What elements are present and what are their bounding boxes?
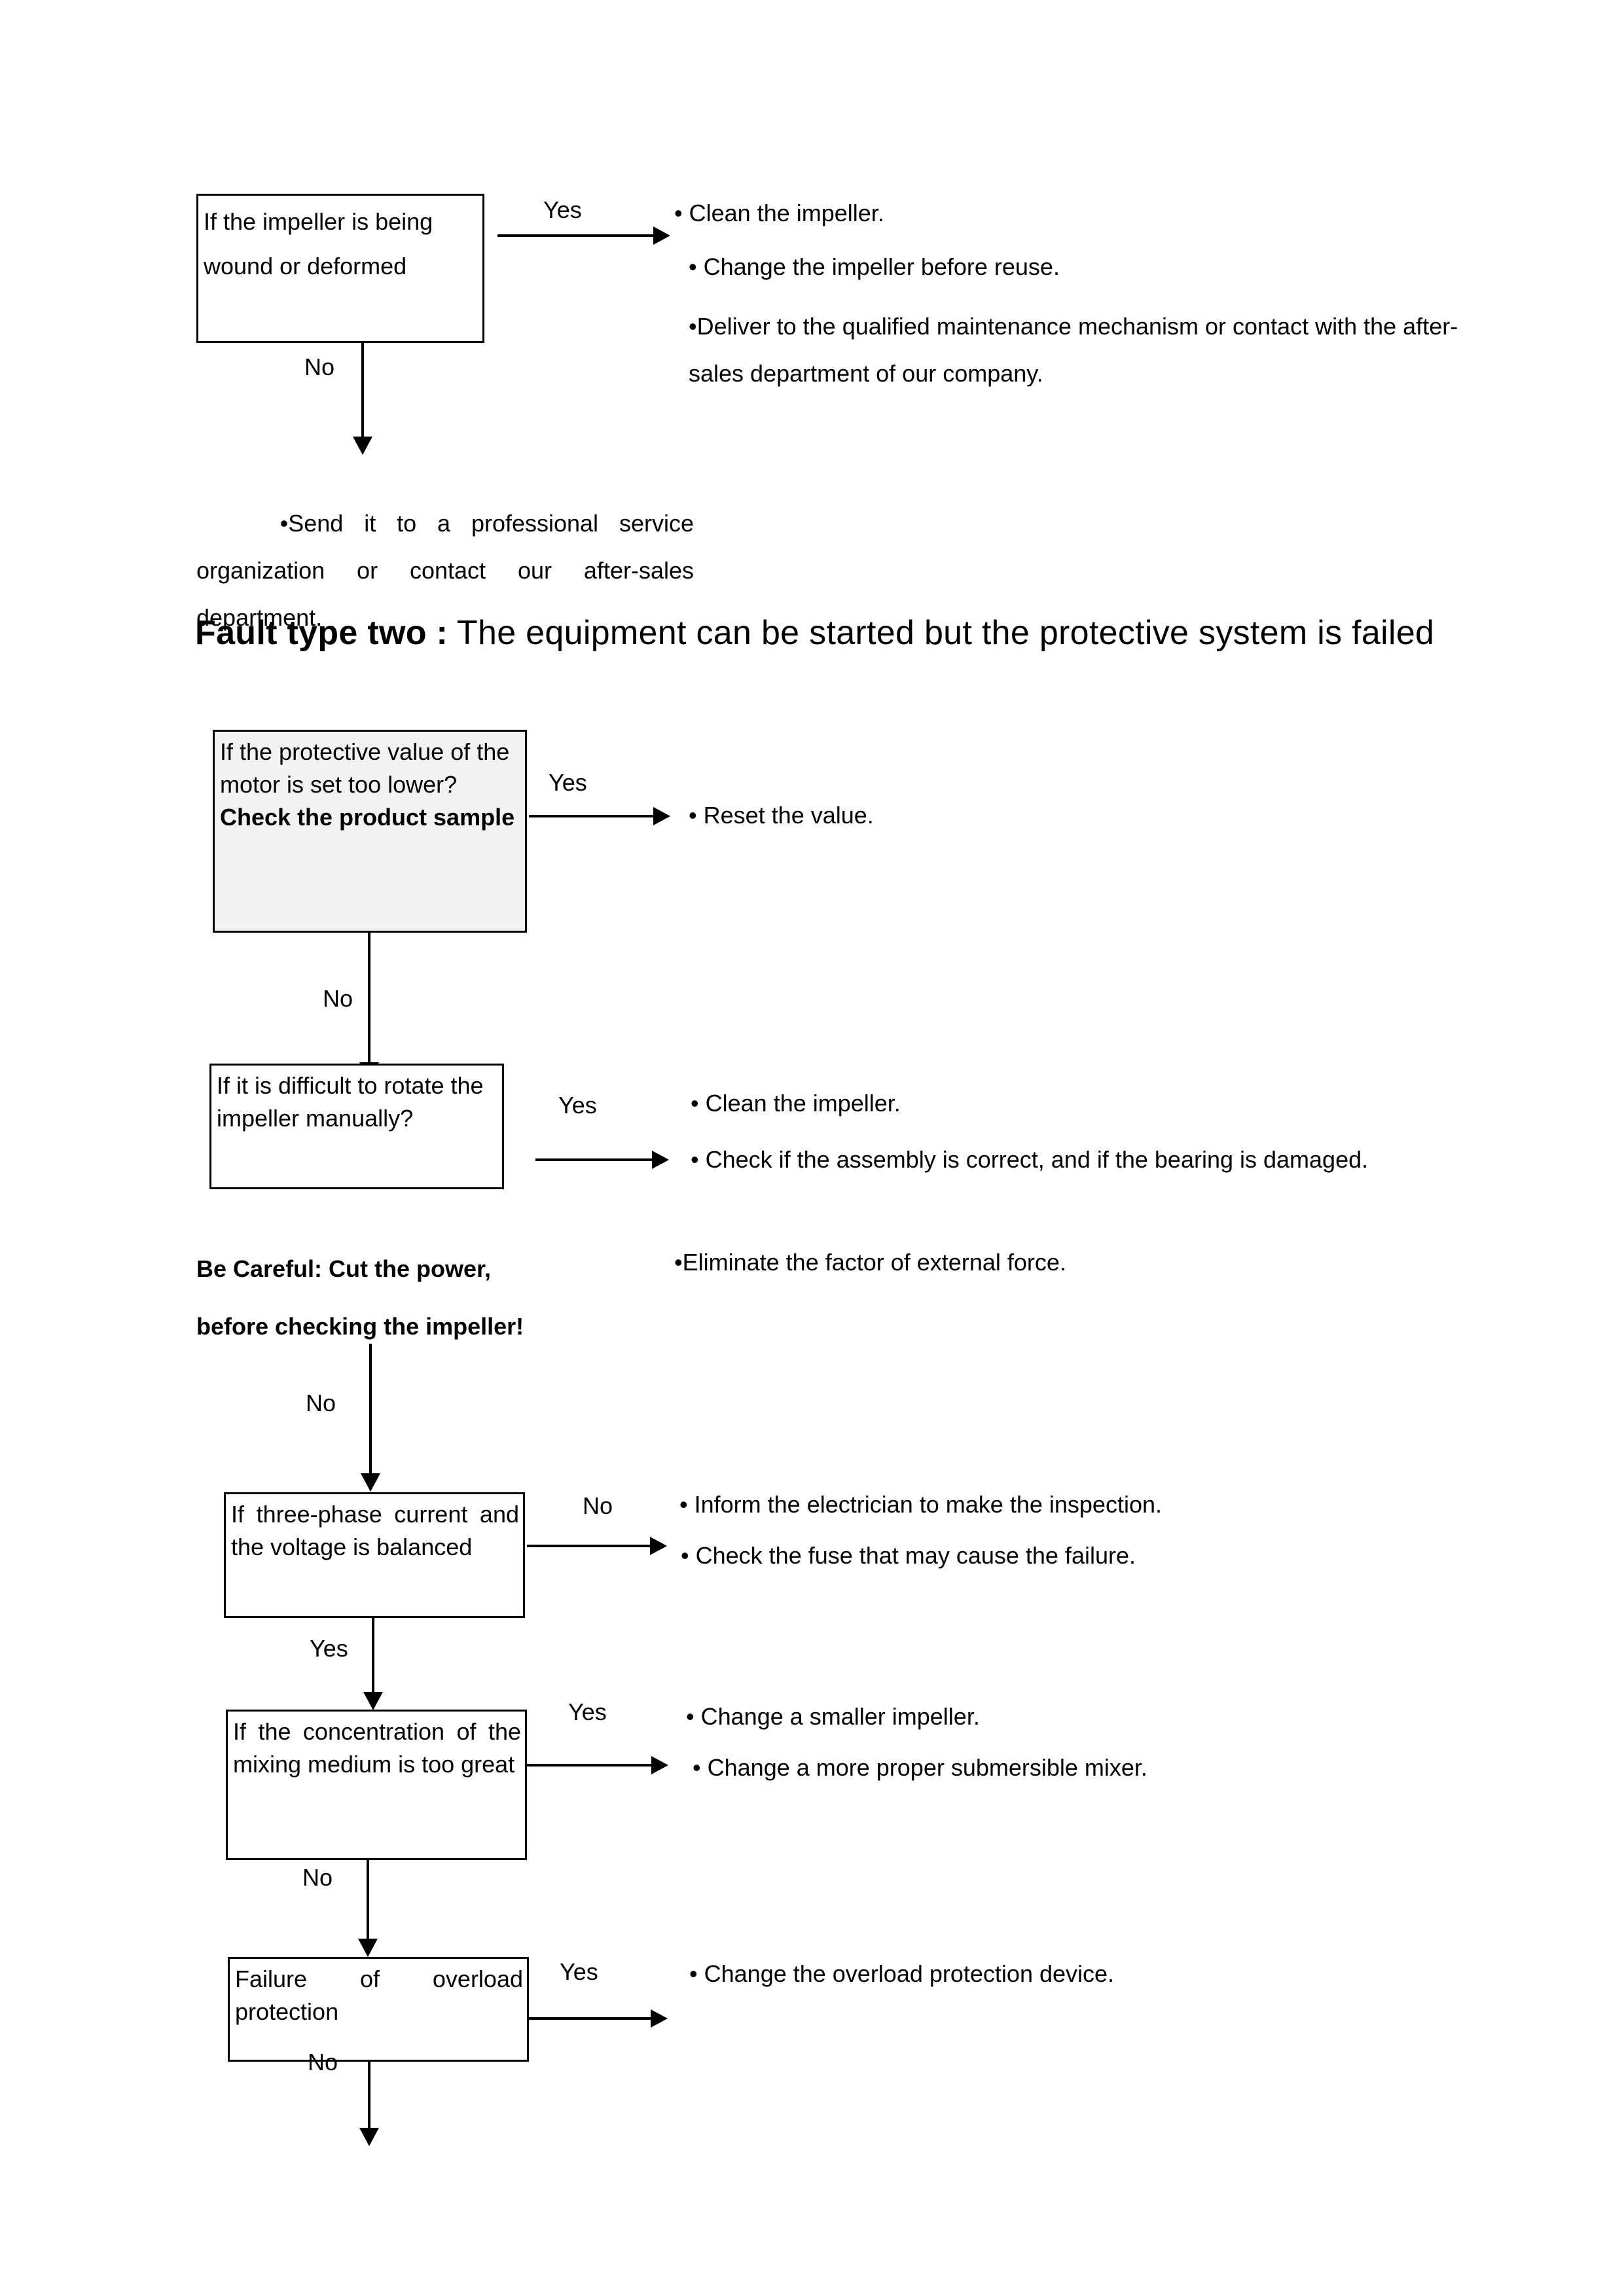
list-item: • Inform the electrician to make the ins… [679, 1484, 1162, 1525]
list-item: •Deliver to the qualified maintenance me… [689, 303, 1461, 397]
top-no-action: •Send it to a professional service organ… [196, 453, 694, 689]
bullet-glyph: • [679, 1491, 688, 1518]
arrow-down-top [353, 343, 372, 455]
branch-label-yes-step2: Yes [558, 1092, 597, 1119]
branch-label-no-step3: No [583, 1492, 613, 1519]
list-item: • Change the impeller before reuse. [689, 247, 1060, 287]
decision-box-protective-value-label: If the protective value of the motor is … [220, 738, 510, 798]
bullet-glyph: • [689, 253, 697, 280]
bullet-glyph: • [691, 1146, 706, 1173]
arrow-down-step3 [363, 1618, 383, 1710]
list-item-label: Change the impeller before reuse. [703, 253, 1060, 280]
decision-box-three-phase-current: If three-phase current and the voltage i… [224, 1492, 525, 1618]
list-item: • Change a more proper submersible mixer… [693, 1748, 1147, 1788]
decision-box-concentration: If the concentration of the mixing mediu… [226, 1710, 527, 1860]
arrow-down-step1 [359, 933, 379, 1081]
arrow-right-top [497, 226, 670, 245]
list-item: • Check if the assembly is correct, and … [691, 1134, 1450, 1185]
decision-box-impeller-wound-line1: If the impeller is being [204, 208, 433, 235]
arrow-down-step4 [358, 1860, 378, 1957]
decision-box-impeller-wound-line2: wound or deformed [204, 253, 407, 279]
list-item-label: Check the fuse that may cause the failur… [695, 1542, 1136, 1569]
decision-box-protective-value-text: If the protective value of the motor is … [220, 736, 521, 834]
list-item-label: Deliver to the qualified maintenance mec… [689, 313, 1458, 387]
decision-box-concentration-text: If the concentration of the mixing mediu… [233, 1718, 521, 1778]
arrow-right-step2 [535, 1151, 669, 1169]
page-title-rest: The equipment can be started but the pro… [448, 614, 1435, 652]
list-item-label: Clean the impeller. [689, 200, 884, 226]
warning-cut-power: Be Careful: Cut the power, before checkin… [196, 1240, 641, 1355]
page-title-bold-part: Fault type two : [195, 614, 448, 652]
decision-box-protective-value-bold-label: Check the product sample [220, 804, 515, 831]
branch-label-no-top: No [304, 353, 335, 380]
decision-box-overload-protection-text: Failure of overload protection [235, 1965, 523, 2025]
bullet-glyph: • [681, 1542, 689, 1569]
list-item-label: Reset the value. [703, 802, 874, 829]
branch-label-no-step5: No [308, 2049, 338, 2075]
list-item: • Change the overload protection device. [689, 1954, 1114, 1994]
branch-label-yes-step3: Yes [310, 1635, 348, 1662]
bullet-glyph: • [674, 1249, 683, 1276]
list-item: • Clean the impeller. [691, 1083, 901, 1124]
decision-box-impeller-wound-text: If the impeller is being wound or deforme… [204, 200, 478, 289]
arrow-down-step5 [359, 2060, 379, 2146]
decision-box-protective-value: If the protective value of the motor is … [213, 730, 527, 933]
list-item-label: Change the overload protection device. [704, 1960, 1115, 1987]
branch-label-no-step4: No [302, 1864, 333, 1891]
bullet-glyph: • [693, 1754, 701, 1781]
list-item-label: Clean the impeller. [705, 1090, 901, 1117]
arrow-right-step1 [529, 807, 670, 825]
branch-label-no-step1: No [323, 985, 353, 1012]
list-item-label: Eliminate the factor of external force. [682, 1249, 1066, 1276]
list-item-label: Check if the assembly is correct, and if… [705, 1146, 1369, 1173]
bullet-glyph: • [686, 1703, 695, 1730]
bullet-glyph: • [280, 510, 289, 537]
list-item-label: Change a more proper submersible mixer. [707, 1754, 1147, 1781]
list-item: • Reset the value. [689, 795, 874, 836]
branch-label-yes-step1: Yes [549, 769, 587, 796]
list-item: • Check the fuse that may cause the fail… [681, 1535, 1136, 1576]
list-item: • Clean the impeller. [674, 193, 884, 234]
warning-cut-power-line2: before checking the impeller! [196, 1313, 524, 1340]
bullet-glyph: • [689, 313, 697, 340]
top-yes-actions: • Clean the impeller. • Change the impel… [674, 193, 1473, 387]
bullet-glyph: • [674, 200, 683, 226]
arrow-right-step5 [529, 2009, 668, 2028]
warning-cut-power-line1: Be Careful: Cut the power, [196, 1255, 492, 1282]
decision-box-rotate-impeller-text: If it is difficult to rotate the impelle… [217, 1072, 484, 1132]
branch-label-yes-top: Yes [543, 196, 582, 223]
branch-label-yes-step5: Yes [560, 1958, 598, 1985]
arrow-down-step2 [361, 1344, 380, 1492]
list-item-label: Inform the electrician to make the inspe… [694, 1491, 1162, 1518]
decision-box-three-phase-current-text: If three-phase current and the voltage i… [231, 1501, 519, 1560]
arrow-right-step4 [527, 1756, 668, 1774]
list-item: • Change a smaller impeller. [686, 1696, 980, 1737]
decision-box-overload-protection: Failure of overload protection [228, 1957, 529, 2062]
branch-label-yes-step4: Yes [568, 1698, 607, 1725]
decision-box-rotate-impeller: If it is difficult to rotate the impelle… [209, 1064, 504, 1189]
list-item: •Eliminate the factor of external force. [674, 1242, 1066, 1283]
bullet-glyph: • [689, 802, 697, 829]
branch-label-no-step2: No [306, 1390, 336, 1416]
decision-box-impeller-wound: If the impeller is being wound or deforme… [196, 194, 484, 343]
list-item-label: Change a smaller impeller. [700, 1703, 980, 1730]
bullet-glyph: • [689, 1960, 698, 1987]
page-title-fault-type-two: Fault type two : The equipment can be st… [195, 609, 1478, 657]
bullet-glyph: • [691, 1090, 699, 1117]
top-no-action-label: Send it to a professional service organi… [196, 510, 701, 631]
arrow-right-step3 [527, 1537, 667, 1555]
